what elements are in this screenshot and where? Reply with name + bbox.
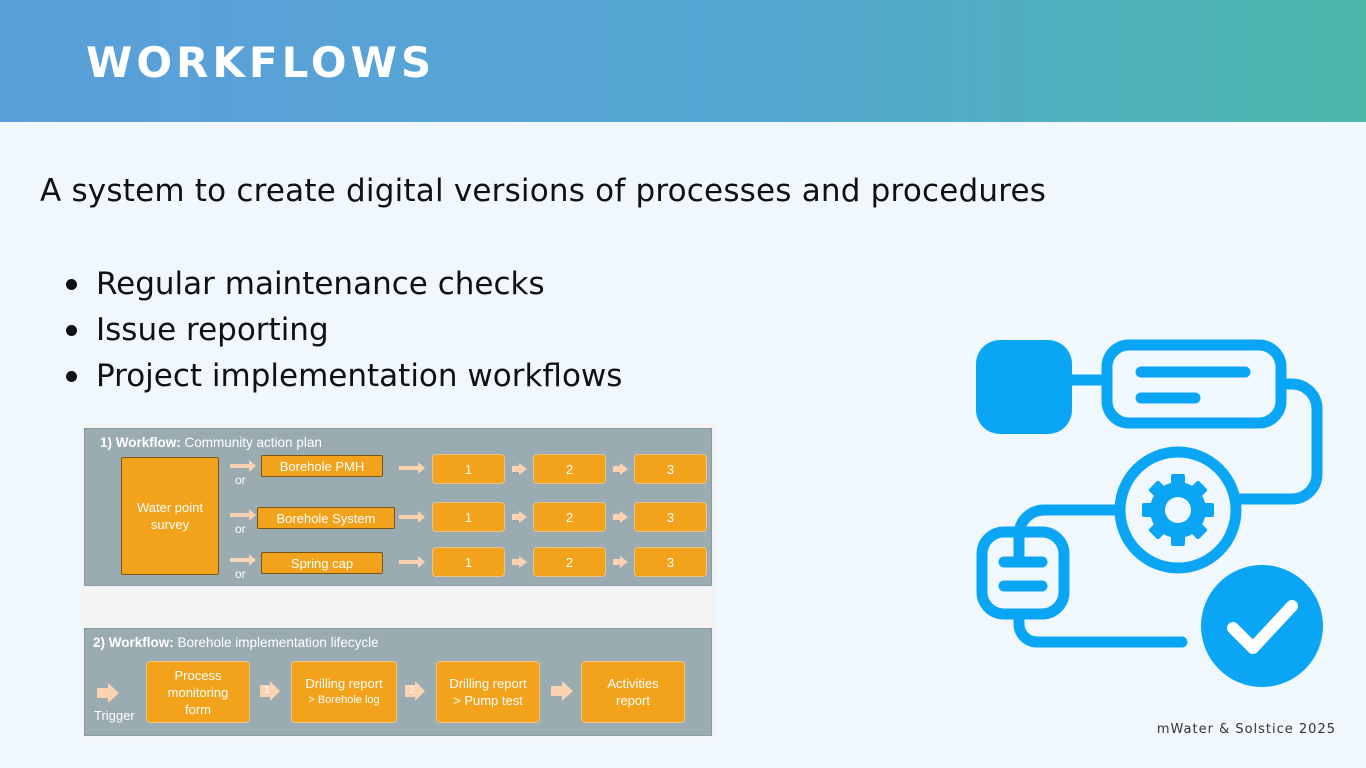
arrow-icon xyxy=(399,511,425,523)
arrow-icon xyxy=(399,462,425,474)
workflow2-title: 2) Workflow: Borehole implementation lif… xyxy=(93,635,379,650)
workflow-gear-check-icon xyxy=(976,339,1323,687)
arrow-icon xyxy=(230,460,256,472)
chevron-icon xyxy=(512,463,527,475)
water-point-survey-box: Water point survey xyxy=(121,457,219,575)
chevron-icon xyxy=(512,556,527,568)
workflow2-panel: 2) Workflow: Borehole implementation lif… xyxy=(84,628,712,736)
workflow1-panel: 1) Workflow: Community action plan Water… xyxy=(84,428,712,586)
step-box: 1 xyxy=(432,502,505,532)
workflow1-name: Community action plan xyxy=(184,435,322,450)
or-label: or xyxy=(235,567,246,581)
step-box: 2 xyxy=(533,502,606,532)
chevron-icon xyxy=(613,511,628,523)
branch-spring-cap: Spring cap xyxy=(261,552,383,574)
bullet-item: Issue reporting xyxy=(66,310,622,356)
chevron-icon xyxy=(613,463,628,475)
stage-text: Activities xyxy=(607,676,659,691)
subtitle: A system to create digital versions of p… xyxy=(40,173,1047,209)
bullet-dot xyxy=(66,371,77,382)
or-label: or xyxy=(235,473,246,487)
stage-text: form xyxy=(185,701,211,717)
step-box: 3 xyxy=(634,502,707,532)
connector-number: 2 xyxy=(409,685,415,696)
bullet-item: Project implementation workflows xyxy=(66,356,622,402)
step-box: 1 xyxy=(432,547,505,577)
trigger-label: Trigger xyxy=(94,708,135,723)
arrow-icon xyxy=(551,681,573,701)
step-box: 2 xyxy=(533,454,606,484)
footer-credit: mWater & Solstice 2025 xyxy=(1156,722,1336,737)
arrow-icon xyxy=(230,554,256,566)
page-title: WORKFLOWS xyxy=(86,38,436,87)
chevron-icon xyxy=(512,511,527,523)
connector-1-icon: 1 xyxy=(260,681,280,701)
connector-2-icon: 2 xyxy=(405,681,425,701)
arrow-icon xyxy=(230,509,256,521)
stage-activities-report: Activities report xyxy=(581,661,685,723)
header-banner: WORKFLOWS xyxy=(0,0,1366,122)
stage-borehole-log: Drilling report > Borehole log xyxy=(291,661,397,723)
chevron-icon xyxy=(613,556,628,568)
or-label: or xyxy=(235,522,246,536)
step-box: 3 xyxy=(634,547,707,577)
workflow1-prefix: 1) Workflow: xyxy=(100,435,181,450)
arrow-icon xyxy=(399,556,425,568)
trigger-arrow-icon xyxy=(97,683,119,703)
bullet-item: Regular maintenance checks xyxy=(66,264,622,310)
bullet-text: Issue reporting xyxy=(96,312,329,348)
stage-pump-test: Drilling report > Pump test xyxy=(436,661,540,723)
step-box: 3 xyxy=(634,454,707,484)
bullet-dot xyxy=(66,279,77,290)
workflow1-title: 1) Workflow: Community action plan xyxy=(100,435,322,450)
stage-text: Drilling report xyxy=(305,676,383,691)
bullet-dot xyxy=(66,325,77,336)
bullet-text: Project implementation workflows xyxy=(96,358,623,394)
stage-text: Process xyxy=(174,667,222,683)
stage-process-monitoring: Process monitoring form xyxy=(146,661,250,723)
stage-text: Drilling report xyxy=(449,676,527,691)
branch-borehole-system: Borehole System xyxy=(257,507,395,529)
step-box: 2 xyxy=(533,547,606,577)
stage-text: > Pump test xyxy=(453,693,523,708)
connector-number: 1 xyxy=(264,685,270,696)
stage-text: report xyxy=(616,693,650,708)
bullet-text: Regular maintenance checks xyxy=(96,266,545,302)
step-box: 1 xyxy=(432,454,505,484)
workflow-diagram-image: 1) Workflow: Community action plan Water… xyxy=(82,424,715,738)
workflow2-prefix: 2) Workflow: xyxy=(93,635,174,650)
bullet-list: Regular maintenance checks Issue reporti… xyxy=(66,264,622,402)
stage-text: > Borehole log xyxy=(308,694,380,706)
stage-text: monitoring xyxy=(167,684,229,700)
branch-borehole-pmh: Borehole PMH xyxy=(261,455,383,477)
workflow2-name: Borehole implementation lifecycle xyxy=(177,635,379,650)
